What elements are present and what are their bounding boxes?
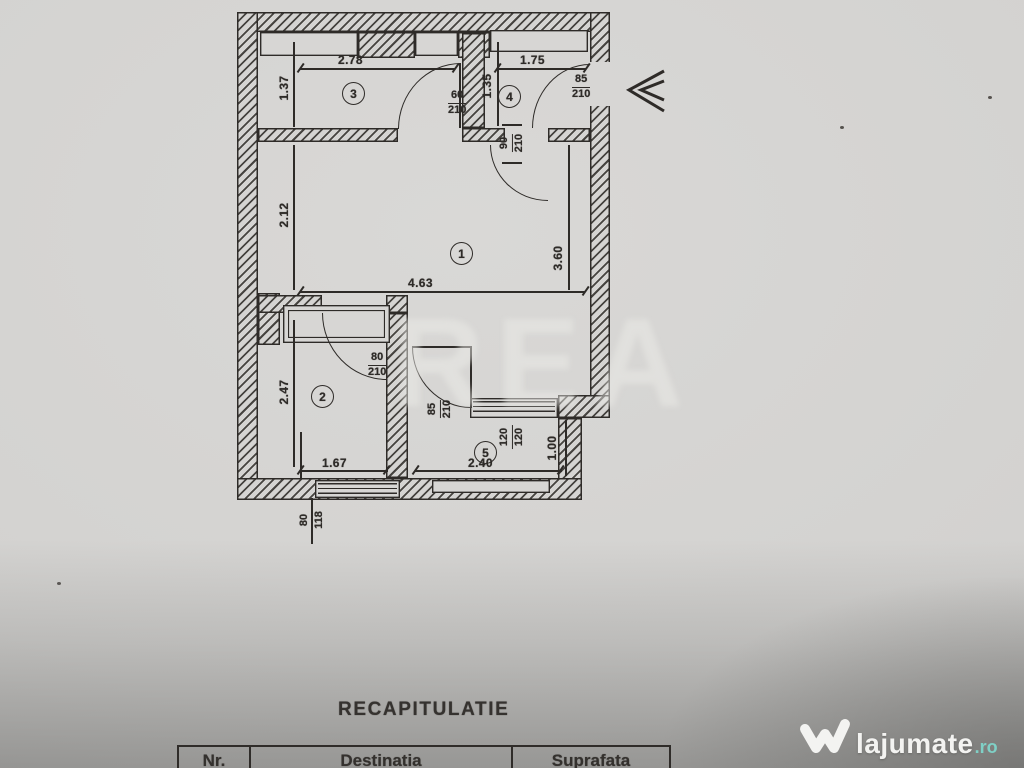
wall-left bbox=[237, 12, 258, 500]
door-leaf-room3 bbox=[459, 63, 461, 128]
dimline-240 bbox=[415, 470, 562, 472]
site-watermark-name: lajumate bbox=[856, 728, 974, 759]
dim-label-room3-width: 2.78 bbox=[338, 53, 363, 67]
floor-plan: 2.78 1.37 1.75 1.35 2.12 4.63 3.60 2.47 … bbox=[237, 12, 665, 544]
room5-window-glazing bbox=[473, 401, 555, 415]
window-size-room2: 80 118 bbox=[298, 502, 325, 538]
room-number-1: 1 bbox=[450, 242, 473, 265]
door-size-width: 60 bbox=[448, 89, 467, 104]
site-watermark-tld: .ro bbox=[974, 737, 998, 758]
wall-room1-room2-right bbox=[386, 295, 408, 313]
dimline-212 bbox=[293, 145, 295, 290]
dimline-137 bbox=[293, 42, 295, 127]
dim-tick bbox=[581, 285, 590, 296]
wall-room3-hall-divider bbox=[462, 33, 485, 128]
door-size-height: 210 bbox=[440, 399, 453, 419]
dimline-360 bbox=[568, 145, 570, 290]
window-size-height: 120 bbox=[512, 427, 525, 447]
room-number-4: 4 bbox=[498, 85, 521, 108]
dimline-247 bbox=[293, 320, 295, 467]
wall-hall-floor-left bbox=[462, 128, 505, 142]
wall-right-upper bbox=[590, 12, 610, 402]
entrance-opening bbox=[588, 62, 612, 106]
door-leaf-room5 bbox=[412, 346, 472, 348]
wall-room2-room5-divider bbox=[386, 313, 408, 478]
door-size-room3: 60 210 bbox=[448, 89, 467, 116]
wall-right-jut bbox=[558, 395, 610, 418]
door-size-height: 210 bbox=[572, 87, 591, 100]
bottom-parapet bbox=[432, 480, 550, 493]
room-number-3: 3 bbox=[342, 82, 365, 105]
dimline-135 bbox=[497, 42, 499, 126]
dimline-100 bbox=[565, 420, 567, 476]
dim-label-hall-width: 1.75 bbox=[520, 53, 545, 67]
wall-room3-floor bbox=[258, 128, 398, 142]
dimline-167 bbox=[300, 470, 388, 472]
door-size-width: 90 bbox=[498, 133, 513, 153]
top-niche-1 bbox=[260, 32, 358, 56]
dim-label-room2-width: 1.67 bbox=[322, 456, 347, 470]
dim-label-room1-width: 4.63 bbox=[408, 276, 433, 290]
door-size-height: 210 bbox=[448, 103, 467, 116]
dim-label-hall-height: 1.35 bbox=[480, 73, 494, 99]
dimline-463 bbox=[300, 291, 585, 293]
door-size-room1: 90 210 bbox=[498, 125, 525, 161]
site-watermark: lajumate .ro bbox=[798, 716, 998, 758]
paper-speck bbox=[57, 582, 61, 585]
wall-top bbox=[237, 12, 610, 32]
lajumate-logo-icon bbox=[800, 719, 850, 753]
window-size-height: 118 bbox=[312, 511, 325, 529]
dimline-278 bbox=[300, 68, 455, 70]
recap-table: Nr. Destinatia Suprafata bbox=[177, 745, 671, 768]
recap-col-nr: Nr. bbox=[179, 747, 251, 768]
door-jamb-room5 bbox=[470, 347, 472, 408]
dim-label-room5-right-height: 1.00 bbox=[545, 435, 559, 461]
door-size-height: 210 bbox=[512, 133, 525, 153]
dimline-175 bbox=[497, 68, 586, 70]
dim-label-room1-left-height: 2.12 bbox=[277, 202, 291, 228]
door-size-width: 85 bbox=[572, 73, 591, 88]
door-size-height: 210 bbox=[368, 365, 387, 378]
door-size-room5: 85 210 bbox=[426, 391, 453, 427]
window-size-width: 120 bbox=[498, 424, 513, 450]
dim-label-room2-height: 2.47 bbox=[277, 379, 291, 405]
door-size-entrance: 85 210 bbox=[572, 73, 591, 100]
dim-label-room3-height: 1.37 bbox=[277, 75, 291, 101]
top-niche-3 bbox=[490, 30, 588, 52]
door90-extent-bottom bbox=[502, 162, 522, 164]
top-niche-2 bbox=[415, 32, 458, 56]
room-number-2: 2 bbox=[311, 385, 334, 408]
door90-extent-top bbox=[502, 124, 522, 126]
paper-speck bbox=[840, 126, 844, 129]
window-size-room5: 120 120 bbox=[498, 417, 525, 457]
recap-col-suprafata: Suprafata bbox=[551, 751, 631, 768]
door-size-width: 85 bbox=[426, 399, 441, 419]
wall-pier-a bbox=[358, 32, 415, 58]
recap-col-destinatia: Destinatia bbox=[251, 747, 513, 768]
window-size-width: 80 bbox=[298, 510, 313, 530]
recap-title: RECAPITULATIE bbox=[338, 699, 510, 720]
bottom-window-glazing bbox=[318, 483, 397, 495]
paper-speck bbox=[988, 96, 992, 99]
door-size-width: 80 bbox=[368, 351, 387, 366]
door-size-room2: 80 210 bbox=[368, 351, 387, 378]
extension-line-167 bbox=[300, 432, 302, 478]
room-number-5: 5 bbox=[474, 441, 497, 464]
wall-hall-floor-right bbox=[548, 128, 590, 142]
entrance-arrow-icon bbox=[625, 69, 665, 113]
dim-label-room1-right-height: 3.60 bbox=[551, 245, 565, 271]
window2-label-line bbox=[311, 498, 313, 544]
